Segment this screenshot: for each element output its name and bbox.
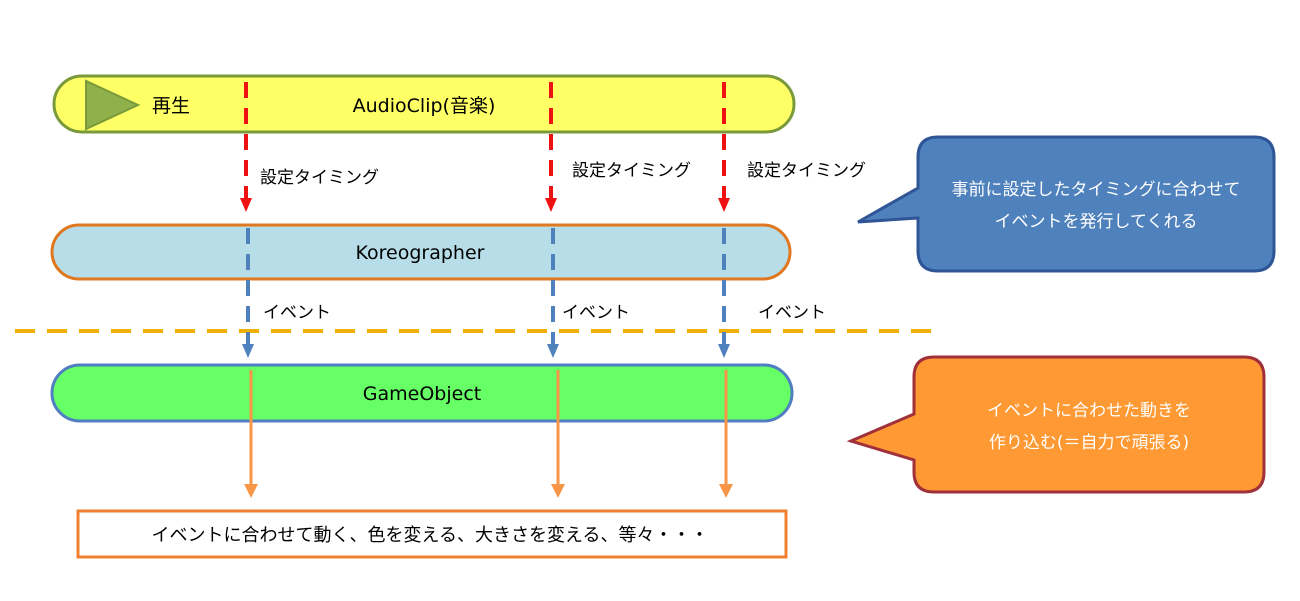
timing-label-2: 設定タイミング (572, 161, 691, 181)
action-arrow-3 (719, 370, 733, 498)
play-icon (85, 79, 141, 131)
koreographer-bar: Koreographer (50, 223, 792, 281)
event-label-1: イベント (263, 303, 331, 323)
callout-blue: 事前に設定したタイミングに合わせて イベントを発行してくれる (857, 135, 1276, 273)
play-label: 再生 (152, 95, 190, 117)
callout-blue-line-2: イベントを発行してくれる (995, 212, 1198, 232)
callout-orange: イベントに合わせた動きを 作り込む(＝自力で頑張る) (846, 355, 1266, 494)
event-label-3: イベント (758, 303, 826, 323)
koreographer-title: Koreographer (356, 242, 485, 264)
event-arrow-2 (547, 228, 559, 358)
callout-orange-line-1: イベントに合わせた動きを (987, 401, 1191, 421)
timing-arrow-1 (240, 82, 252, 212)
audioclip-bar: 再生 AudioClip(音楽) (52, 74, 796, 134)
gameobject-bar: GameObject (50, 363, 794, 423)
action-arrow-1 (244, 370, 258, 498)
gameobject-title: GameObject (363, 383, 481, 405)
timing-arrow-2 (545, 82, 557, 212)
result-box: イベントに合わせて動く、色を変える、大きさを変える、等々・・・ (76, 509, 788, 559)
event-arrow-1 (242, 228, 254, 358)
audioclip-title: AudioClip(音楽) (353, 95, 496, 117)
timing-label-1: 設定タイミング (260, 168, 379, 188)
event-label-2: イベント (562, 303, 630, 323)
callout-orange-line-2: 作り込む(＝自力で頑張る) (989, 433, 1189, 453)
action-arrow-2 (551, 370, 565, 498)
timing-label-3: 設定タイミング (747, 161, 866, 181)
callout-blue-line-1: 事前に設定したタイミングに合わせて (952, 180, 1241, 200)
timing-arrow-3 (718, 82, 730, 212)
event-arrow-3 (718, 228, 730, 358)
result-text: イベントに合わせて動く、色を変える、大きさを変える、等々・・・ (152, 525, 709, 546)
